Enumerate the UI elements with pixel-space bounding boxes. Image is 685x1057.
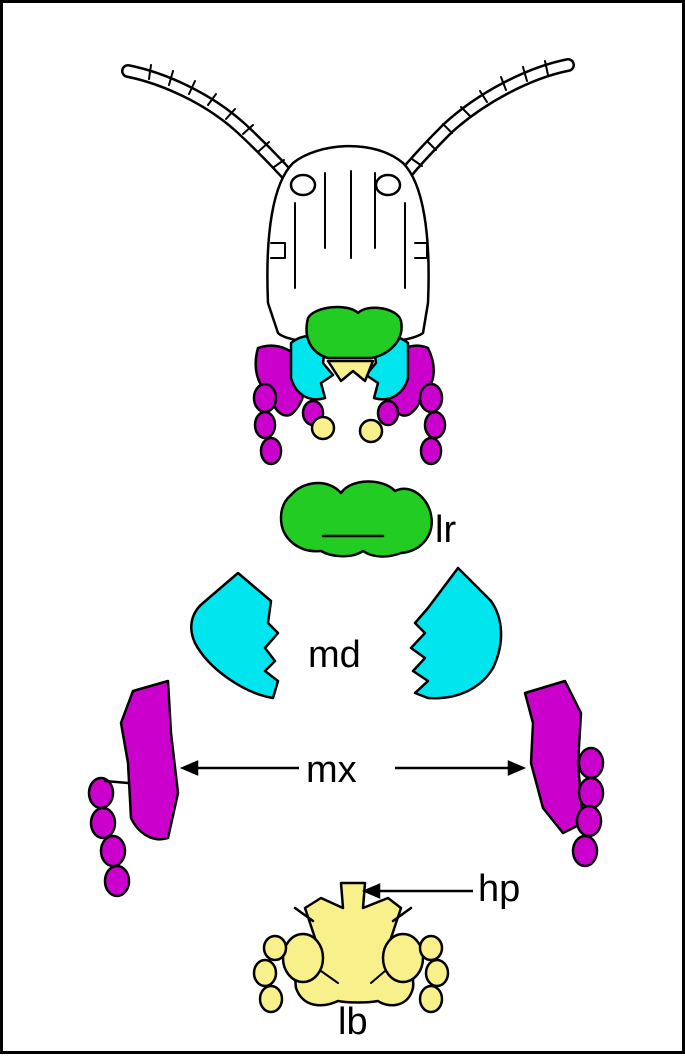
mandible-right [411,568,501,698]
label-maxillae: mx [306,751,357,789]
label-labium: lb [338,1003,368,1041]
labium [254,883,448,1012]
mandible-left [191,573,278,698]
antenna-right [391,61,568,193]
labrum [281,481,432,556]
hp-arrow [365,885,473,897]
antenna-left [128,65,303,193]
label-labrum: lr [435,511,456,549]
labrum-attached [307,307,402,358]
maxilla-right [525,681,603,866]
diagram-canvas [3,3,685,1057]
label-hypopharynx: hp [478,870,520,908]
label-mandibles: md [308,636,361,674]
maxilla-left [89,681,178,896]
